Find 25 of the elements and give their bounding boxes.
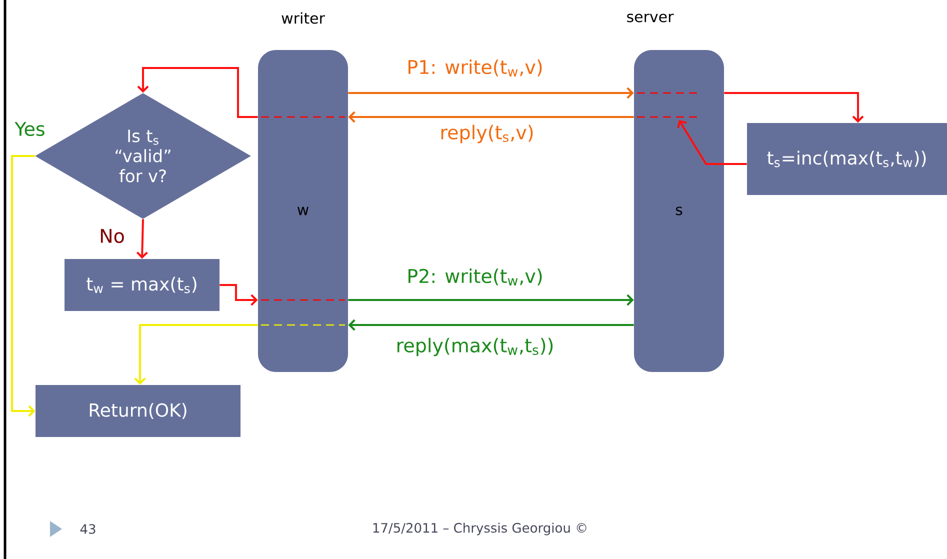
arrow <box>677 120 747 165</box>
footer-text: 17/5/2011 – Chryssis Georgiou © <box>373 522 586 536</box>
column-label: server <box>627 14 674 22</box>
arrow <box>348 294 634 306</box>
process-box: Return(OK) <box>36 385 240 437</box>
edge-label: reply(t$_{s}$,v) <box>441 124 533 144</box>
arrow <box>724 92 864 123</box>
arrow <box>220 284 258 306</box>
footer-text: 43 <box>80 524 96 534</box>
edge-label: reply(max(t$_{w}$,t$_{s}$)) <box>398 338 553 356</box>
arrow <box>348 319 634 331</box>
arrow <box>11 155 36 417</box>
process-box: t$_{w}$ = max(t$_{s}$) <box>64 259 220 311</box>
arrow <box>134 324 258 385</box>
arrow <box>348 111 634 123</box>
column-label: writer <box>282 12 325 24</box>
arrow <box>136 219 148 259</box>
edge-label: No <box>100 228 124 244</box>
edge-label: P1: write(t$_{w}$,v) <box>408 60 542 76</box>
lifeline-bar: s <box>634 50 724 372</box>
arrow <box>348 87 634 99</box>
process-box: t$_{s}$=inc(max(t$_{s}$,t$_{w}$)) <box>747 123 947 195</box>
lifeline-bar: w <box>258 50 348 372</box>
edge-label: P2: write(t$_{w}$,v) <box>408 268 542 286</box>
arrow <box>137 67 258 118</box>
